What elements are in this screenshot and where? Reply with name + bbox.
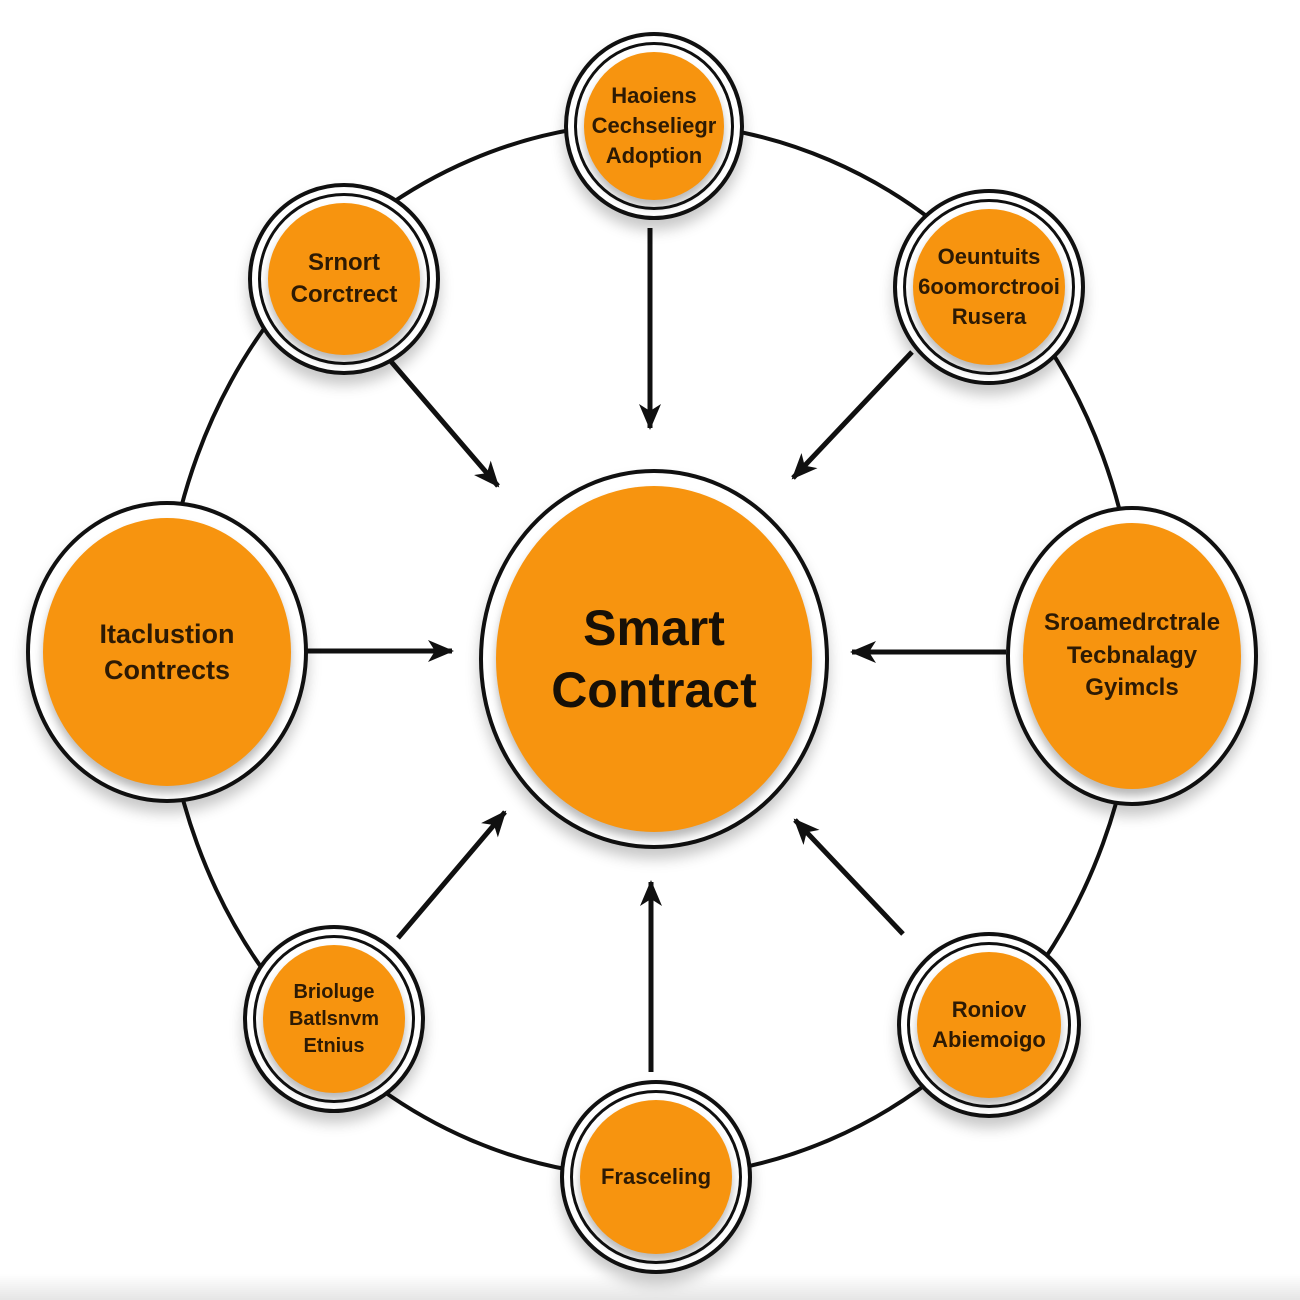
node-top-label: Haoiens Cechseliegr Adoption <box>591 83 717 168</box>
node-top: Haoiens Cechseliegr Adoption <box>564 32 744 220</box>
node-left-fill: Itaclustion Contrects <box>43 518 291 786</box>
node-bottom-right-fill: Roniov Abiemoigo <box>917 952 1061 1098</box>
node-right-label: Sroamedrctrale Tecbnalagy Gyimcls <box>1043 609 1221 702</box>
node-bottom-label: Frasceling <box>600 1164 712 1190</box>
node-bottom-left: Brioluge Batlsnvm Etnius <box>243 925 425 1113</box>
node-bottom: Frasceling <box>560 1080 752 1274</box>
node-right-fill: Sroamedrctrale Tecbnalagy Gyimcls <box>1023 523 1241 789</box>
node-smart-contract: Smart Contract <box>479 469 829 849</box>
node-top-right-fill: Oeuntuits 6oomorctrooi Rusera <box>913 209 1065 365</box>
node-bottom-right: Roniov Abiemoigo <box>897 932 1081 1118</box>
node-smart-contract-label: Smart Contract <box>551 599 757 719</box>
node-left: Itaclustion Contrects <box>26 501 308 803</box>
bottom-shadow-strip <box>0 1274 1300 1300</box>
arrow-bottom-left-to-center <box>396 810 507 940</box>
arrow-top-left-to-center <box>386 356 500 488</box>
node-right: Sroamedrctrale Tecbnalagy Gyimcls <box>1006 506 1258 806</box>
node-top-left-fill: Srnort Corctrect <box>268 203 420 355</box>
node-smart-contract-fill: Smart Contract <box>496 486 812 832</box>
node-bottom-left-label: Brioluge Batlsnvm Etnius <box>288 980 380 1057</box>
node-left-label: Itaclustion Contrects <box>99 618 235 685</box>
node-top-left: Srnort Corctrect <box>248 183 440 375</box>
node-bottom-fill: Frasceling <box>580 1100 732 1254</box>
node-top-right-label: Oeuntuits 6oomorctrooi Rusera <box>918 244 1060 329</box>
node-top-left-label: Srnort Corctrect <box>290 248 398 308</box>
node-bottom-right-label: Roniov Abiemoigo <box>932 997 1046 1052</box>
arrow-bottom-right-to-center <box>793 818 905 936</box>
node-bottom-left-fill: Brioluge Batlsnvm Etnius <box>263 945 405 1093</box>
node-top-fill: Haoiens Cechseliegr Adoption <box>584 52 724 200</box>
node-top-right: Oeuntuits 6oomorctrooi Rusera <box>893 189 1085 385</box>
arrow-top-right-to-center <box>791 350 914 480</box>
